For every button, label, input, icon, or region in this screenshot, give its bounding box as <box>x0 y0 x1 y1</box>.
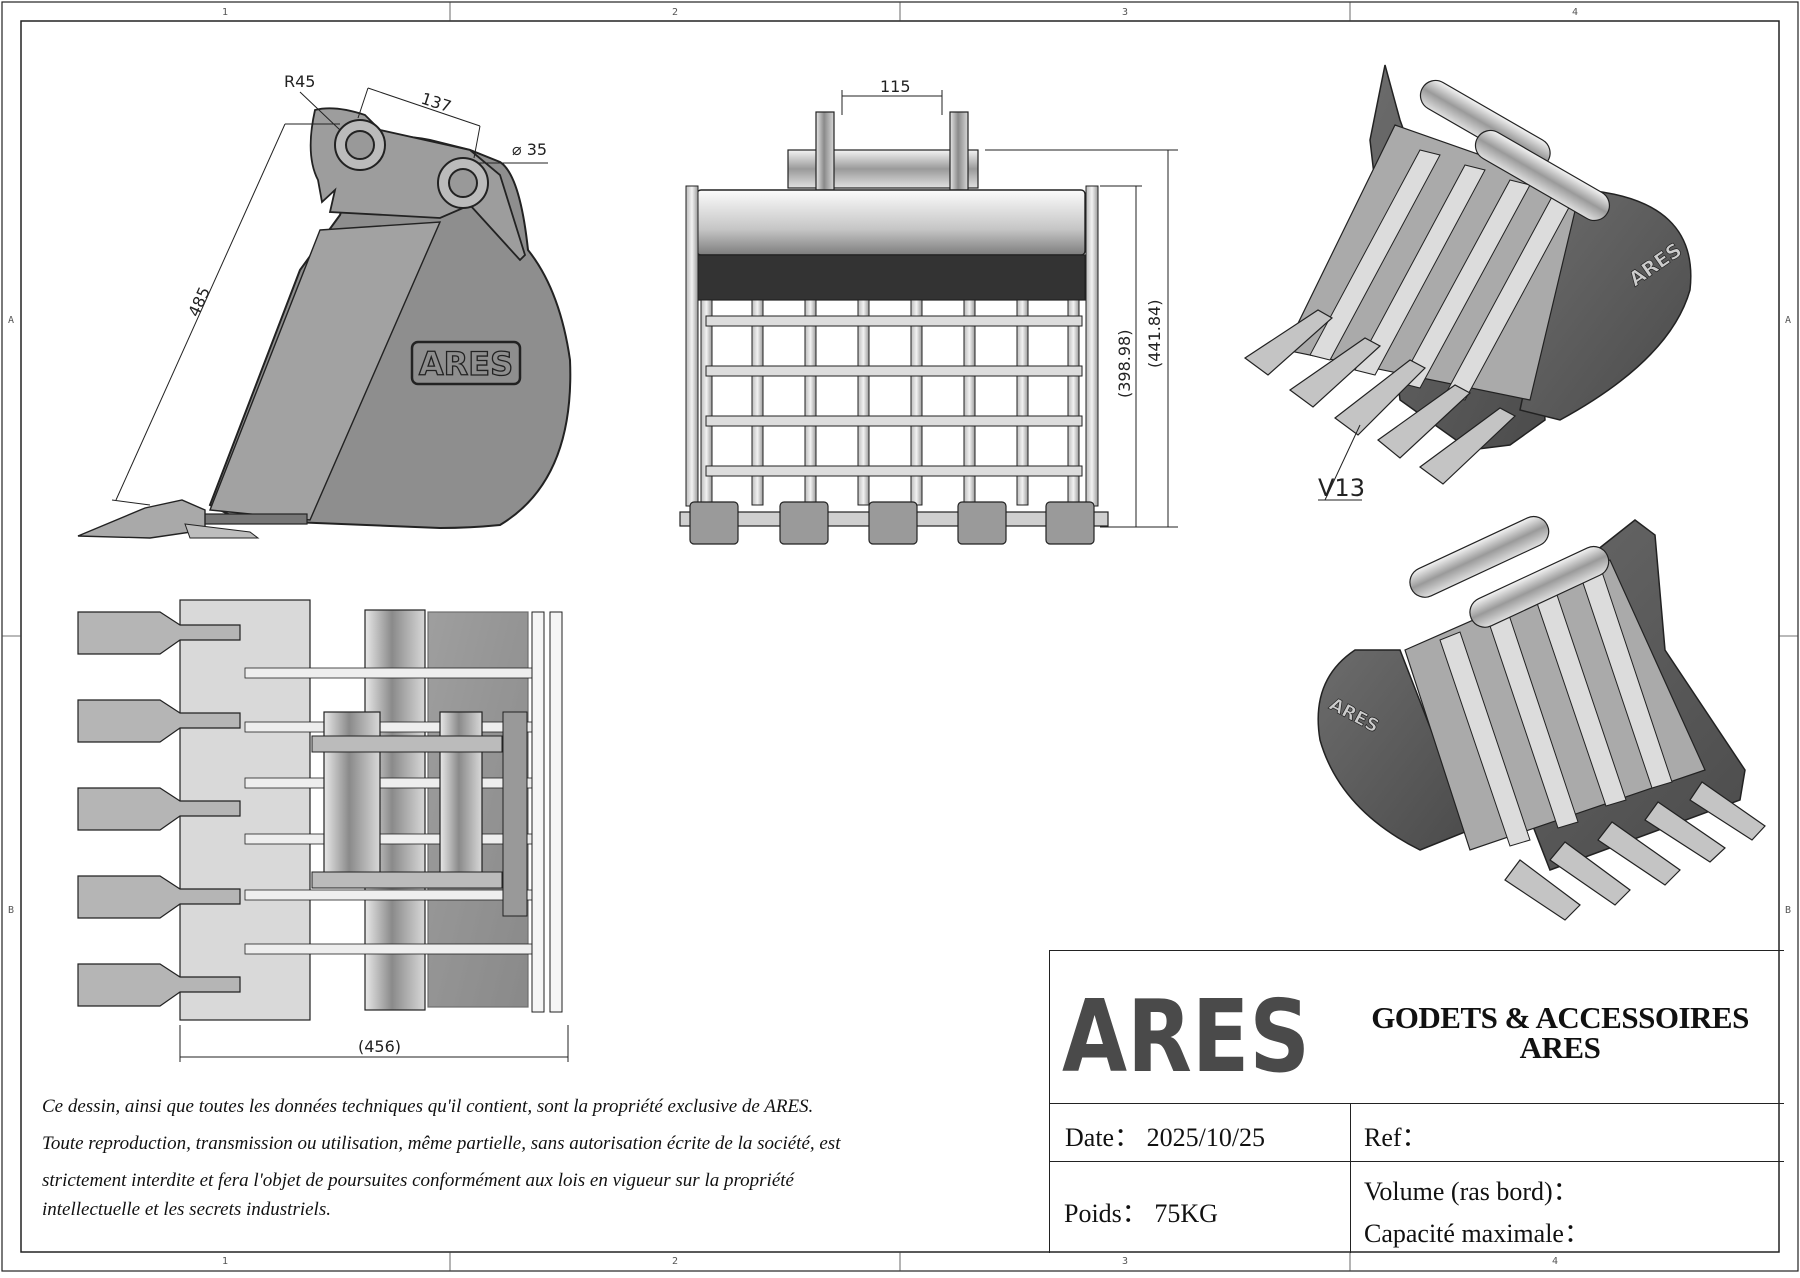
dim-length: 485 <box>184 284 214 320</box>
weight-label: Poids： <box>1064 1199 1148 1228</box>
top-view: (456) <box>77 599 569 1062</box>
notice-line-4: intellectuelle et les secrets industriel… <box>42 1199 331 1220</box>
zone-top-4: 4 <box>1572 7 1579 18</box>
tooth-adapter-side <box>184 523 260 539</box>
pin-hole-front <box>345 130 375 160</box>
volume-field: Volume (ras bord)： <box>1364 1171 1579 1208</box>
dim-height-outer: (441.84) <box>1145 300 1164 368</box>
bucket-back-plate <box>209 221 442 521</box>
capacity-field: Capacité maximale： <box>1364 1213 1590 1250</box>
volume-label: Volume (ras bord)： <box>1364 1177 1579 1206</box>
dim-pin-diameter: ⌀ 35 <box>512 140 547 159</box>
tooth-label: V13 <box>1318 474 1365 502</box>
front-teeth <box>689 501 1095 545</box>
zone-left-b: B <box>8 905 15 916</box>
title-block-header: ARES GODETS & ACCESSOIRES ARES <box>1050 951 1784 1104</box>
zone-right-b: B <box>1785 905 1792 916</box>
plan-ear-rear <box>311 871 503 889</box>
side-view: ARES 485 137 R45 ⌀ 35 <box>77 72 572 539</box>
dim-width: (456) <box>358 1037 401 1056</box>
plan-hook <box>502 711 528 917</box>
iso2-tines <box>1439 571 1673 847</box>
company-name-line-2: ARES <box>1519 1030 1601 1065</box>
side-dim-lines <box>111 87 548 506</box>
pin-hole-rear <box>448 168 478 198</box>
iso2-teeth <box>1504 781 1766 921</box>
iso2-pin-rear <box>1469 545 1610 628</box>
plan-edge-bars <box>531 611 563 1013</box>
dim-radius: R45 <box>284 72 315 91</box>
notice-line-2: Toute reproduction, transmission ou util… <box>42 1133 841 1154</box>
capacity-label: Capacité maximale： <box>1364 1219 1590 1248</box>
date-value: 2025/10/25 <box>1146 1123 1266 1152</box>
weight-value: 75KG <box>1154 1199 1218 1228</box>
notice-line-3: strictement interdite et fera l'objet de… <box>42 1170 794 1191</box>
engraved-logo-frame <box>410 340 522 386</box>
svg-text:ARES: ARES <box>1062 987 1310 1079</box>
zone-top-2: 2 <box>672 7 679 18</box>
bucket-tooth-side <box>77 499 206 539</box>
iso1-teeth <box>1243 309 1517 485</box>
side-plate-right <box>1085 185 1099 507</box>
zone-right-a: A <box>1785 315 1792 326</box>
iso1-pin-rear <box>1474 129 1611 222</box>
weight-field: Poids： 75KG <box>1064 1193 1218 1230</box>
iso1-tines <box>1309 149 1574 401</box>
zone-bottom-2: 2 <box>672 1256 679 1267</box>
company-name: GODETS & ACCESSOIRES ARES <box>1350 1000 1770 1065</box>
iso-view-top-right: ARES V13 <box>1243 64 1692 502</box>
date-field: Date： 2025/10/25 <box>1065 1117 1265 1154</box>
side-plate-left <box>685 185 699 507</box>
zone-bottom-1: 1 <box>222 1256 229 1267</box>
date-label: Date： <box>1065 1123 1141 1152</box>
bucket-top-tube <box>696 189 1086 256</box>
front-dim-lines <box>841 90 1178 528</box>
title-block-divider-vertical <box>1350 1103 1351 1253</box>
company-name-line-1: GODETS & ACCESSOIRES <box>1371 1000 1749 1035</box>
iso-view-bottom-right: ARES <box>1317 515 1766 921</box>
zone-left-a: A <box>8 315 15 326</box>
iso2-pin-front <box>1409 515 1550 598</box>
dim-ear-spacing: 115 <box>880 77 911 96</box>
zone-bottom-3: 3 <box>1122 1256 1129 1267</box>
ref-field: Ref： <box>1364 1117 1428 1154</box>
zone-top-3: 3 <box>1122 7 1129 18</box>
iso2-left-plate <box>1317 649 1471 851</box>
grid-crossbars <box>705 315 1083 477</box>
front-view: 115 (398.98) (441.84) <box>679 77 1178 545</box>
dim-height-inner: (398.98) <box>1115 330 1134 398</box>
ref-label: Ref： <box>1364 1123 1428 1152</box>
zone-bottom-4: 4 <box>1552 1256 1559 1267</box>
plan-dim-lines <box>179 1025 569 1062</box>
zone-top-1: 1 <box>222 7 229 18</box>
bucket-back-plate-front <box>696 254 1086 301</box>
engraved-logo-text: ARES <box>419 345 513 383</box>
notice-line-1: Ce dessin, ainsi que toutes les données … <box>42 1096 814 1117</box>
title-block: ARES GODETS & ACCESSOIRES ARES Date： 202… <box>1049 950 1784 1253</box>
dim-pin-spacing: 137 <box>419 89 454 117</box>
plan-teeth <box>77 611 241 1007</box>
plan-ear-front <box>311 735 503 753</box>
confidentiality-notice: Ce dessin, ainsi que toutes les données … <box>42 1088 1042 1228</box>
company-logo: ARES <box>1062 987 1310 1079</box>
title-block-divider-horizontal <box>1050 1161 1784 1162</box>
